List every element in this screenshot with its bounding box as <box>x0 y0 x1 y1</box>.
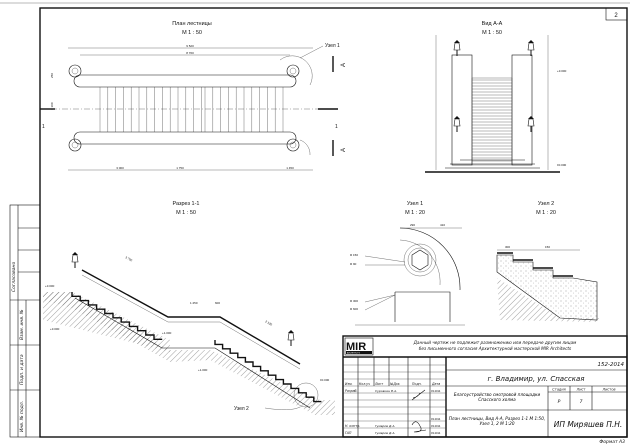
notice-line-1: Данный чертеж не подлежит размножению ил… <box>413 340 577 345</box>
node-1: Узел 1 М 1 : 20 290 410 R 150 R 90 R 300… <box>350 201 465 326</box>
svg-text:Лист: Лист <box>576 388 587 392</box>
svg-text:№Док: №Док <box>389 382 400 386</box>
svg-text:1 100: 1 100 <box>50 102 54 110</box>
sheet-value: 7 <box>580 399 583 405</box>
svg-text:Разрез 1-1: Разрез 1-1 <box>172 201 199 207</box>
svg-text:03.2014: 03.2014 <box>431 431 441 435</box>
svg-text:03.2014: 03.2014 <box>431 417 441 421</box>
svg-text:+1.000: +1.000 <box>162 331 172 335</box>
svg-text:Разраб.: Разраб. <box>345 389 358 393</box>
svg-text:Стадия: Стадия <box>552 388 565 392</box>
svg-text:Кол.уч: Кол.уч <box>359 382 370 386</box>
sheet-frame <box>39 7 628 438</box>
svg-text:1 450: 1 450 <box>286 166 294 170</box>
svg-text:03.2014: 03.2014 <box>431 389 441 393</box>
stage-value: Р <box>558 399 561 405</box>
mir-logo <box>344 337 374 356</box>
svg-text:250: 250 <box>50 73 54 78</box>
title-block: MIR ARCHITECTS Данный чертеж не подлежит… <box>342 335 628 438</box>
svg-text:290: 290 <box>410 223 415 227</box>
svg-text:М 1 : 20: М 1 : 20 <box>405 210 425 216</box>
svg-text:Листов: Листов <box>601 388 615 392</box>
svg-text:MIR: MIR <box>346 341 366 353</box>
stamp-inv-orig: Инв. № подл. <box>19 401 25 432</box>
project-name: Благоустройство смотровой площадки Спасс… <box>453 392 541 402</box>
svg-text:R 150: R 150 <box>350 253 358 257</box>
sheet-title: План лестницы, Вид А-А, Разрез 1-1 М 1:5… <box>448 416 546 426</box>
svg-text:R 90: R 90 <box>350 262 357 266</box>
svg-text:Вид А-А: Вид А-А <box>482 21 503 27</box>
svg-text:Н. контр.: Н. контр. <box>345 424 360 428</box>
svg-text:Дата: Дата <box>431 382 440 386</box>
svg-text:±0.000: ±0.000 <box>320 378 329 382</box>
svg-text:410: 410 <box>440 223 445 227</box>
signature <box>411 389 426 401</box>
signature <box>411 421 427 433</box>
company-name: ИП Миряшев П.Н. <box>554 420 623 429</box>
stamp-sign-date: Подп. и дата <box>19 354 25 385</box>
svg-text:+3.000: +3.000 <box>45 284 55 288</box>
svg-text:Лист: Лист <box>374 382 383 386</box>
svg-text:1 250: 1 250 <box>190 301 198 305</box>
sheet-number: 2 <box>614 13 618 19</box>
svg-text:R 300: R 300 <box>350 299 358 303</box>
svg-text:Изм.: Изм. <box>345 382 353 386</box>
plan-title: План лестницы <box>172 21 212 27</box>
svg-text:3 700: 3 700 <box>125 255 134 262</box>
svg-text:А: А <box>341 63 347 67</box>
project-location: г. Владимир, ул. Спасская <box>487 375 584 383</box>
svg-text:150: 150 <box>545 245 550 249</box>
svg-text:+3.000: +3.000 <box>557 69 567 73</box>
section-node-label: Узел 2 <box>234 406 249 412</box>
svg-text:Суровкин В.А.: Суровкин В.А. <box>375 389 397 393</box>
svg-text:+1.000: +1.000 <box>198 368 208 372</box>
svg-text:2 120: 2 120 <box>265 319 274 326</box>
svg-text:1: 1 <box>42 124 45 130</box>
svg-text:1 750: 1 750 <box>176 166 184 170</box>
svg-text:Гумеров Д.А.: Гумеров Д.А. <box>375 424 395 428</box>
svg-text:М 1 : 50: М 1 : 50 <box>482 30 502 36</box>
plan-scale: М 1 : 50 <box>182 30 202 36</box>
svg-text:03.2014: 03.2014 <box>431 424 441 428</box>
svg-text:Гумеров Д.А.: Гумеров Д.А. <box>375 431 395 435</box>
svg-text:3 000: 3 000 <box>116 166 124 170</box>
svg-text:600: 600 <box>215 301 220 305</box>
sheet-number-box <box>605 7 628 21</box>
stair-plan: План лестницы М 1 : 50 9 520 8 760 Узел … <box>40 21 347 171</box>
svg-text:ГАП: ГАП <box>345 431 352 435</box>
svg-text:А: А <box>341 148 347 152</box>
node-2: Узел 2 М 1 : 20 300 150 <box>496 201 600 322</box>
notice-line-2: без письменного согласия Архитектурной м… <box>419 346 572 351</box>
svg-text:+3.000: +3.000 <box>50 327 60 331</box>
svg-text:Узел 2: Узел 2 <box>538 201 554 207</box>
plan-node-label: Узел 1 <box>325 43 340 49</box>
svg-text:Узел 1: Узел 1 <box>407 201 423 207</box>
svg-text:8 760: 8 760 <box>186 51 194 55</box>
svg-text:1: 1 <box>335 124 338 130</box>
svg-text:R 600: R 600 <box>350 307 358 311</box>
svg-text:9 520: 9 520 <box>186 44 194 48</box>
svg-text:±0.000: ±0.000 <box>557 163 566 167</box>
stamp-replace-inv: Взам. инв. № <box>19 309 25 340</box>
paper-format: Формат А3 <box>599 439 625 445</box>
svg-text:М 1 : 50: М 1 : 50 <box>176 210 196 216</box>
svg-text:ARCHITECTS: ARCHITECTS <box>347 352 360 355</box>
svg-text:300: 300 <box>505 245 510 249</box>
stamp-agreed: Согласовано <box>11 262 17 292</box>
svg-text:Подп.: Подп. <box>412 382 422 386</box>
section-1-1: Разрез 1-1 М 1 : 50 1 250 3 700 2 120 60… <box>43 201 335 415</box>
svg-text:М 1 : 20: М 1 : 20 <box>536 210 556 216</box>
view-aa: Вид А-А М 1 : 50 +3.000 ±0.000 <box>425 21 567 173</box>
side-stamp: Согласовано Взам. инв. № Подп. и дата Ин… <box>9 204 41 438</box>
project-code: 152-2014 <box>598 362 625 368</box>
